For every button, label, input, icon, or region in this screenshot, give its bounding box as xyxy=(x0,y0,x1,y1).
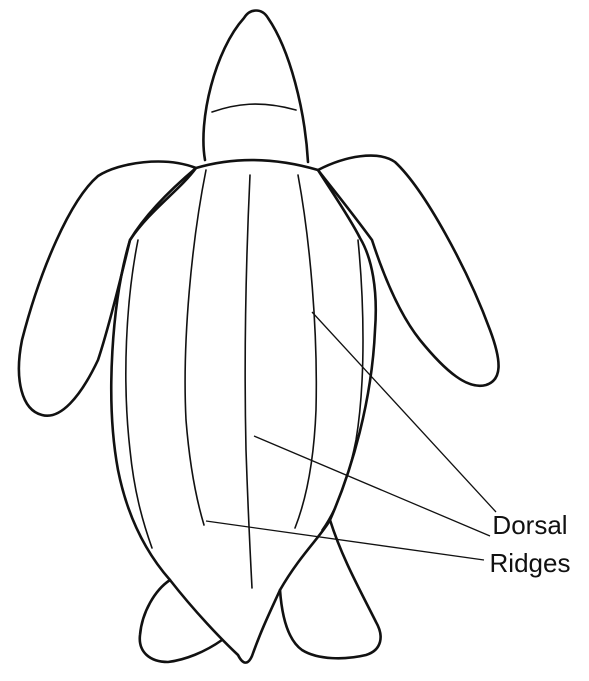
turtle-head xyxy=(203,11,308,163)
neck-collar xyxy=(196,160,318,170)
dorsal-ridge-right-inner xyxy=(295,175,316,528)
label-ridges: Ridges xyxy=(480,548,580,578)
dorsal-ridge-left-outer xyxy=(126,240,152,548)
callout-line-left-ridge xyxy=(206,521,484,560)
head-neck-line xyxy=(212,104,296,112)
callout-line-right-ridge xyxy=(312,312,496,512)
label-dorsal: Dorsal xyxy=(480,510,580,540)
right-front-flipper xyxy=(318,156,499,386)
right-rear-flipper xyxy=(280,520,381,658)
carapace-outline xyxy=(111,168,375,663)
callout-line-center-ridge xyxy=(254,436,490,536)
dorsal-ridge-left-inner xyxy=(185,170,206,525)
left-front-flipper xyxy=(19,162,196,416)
